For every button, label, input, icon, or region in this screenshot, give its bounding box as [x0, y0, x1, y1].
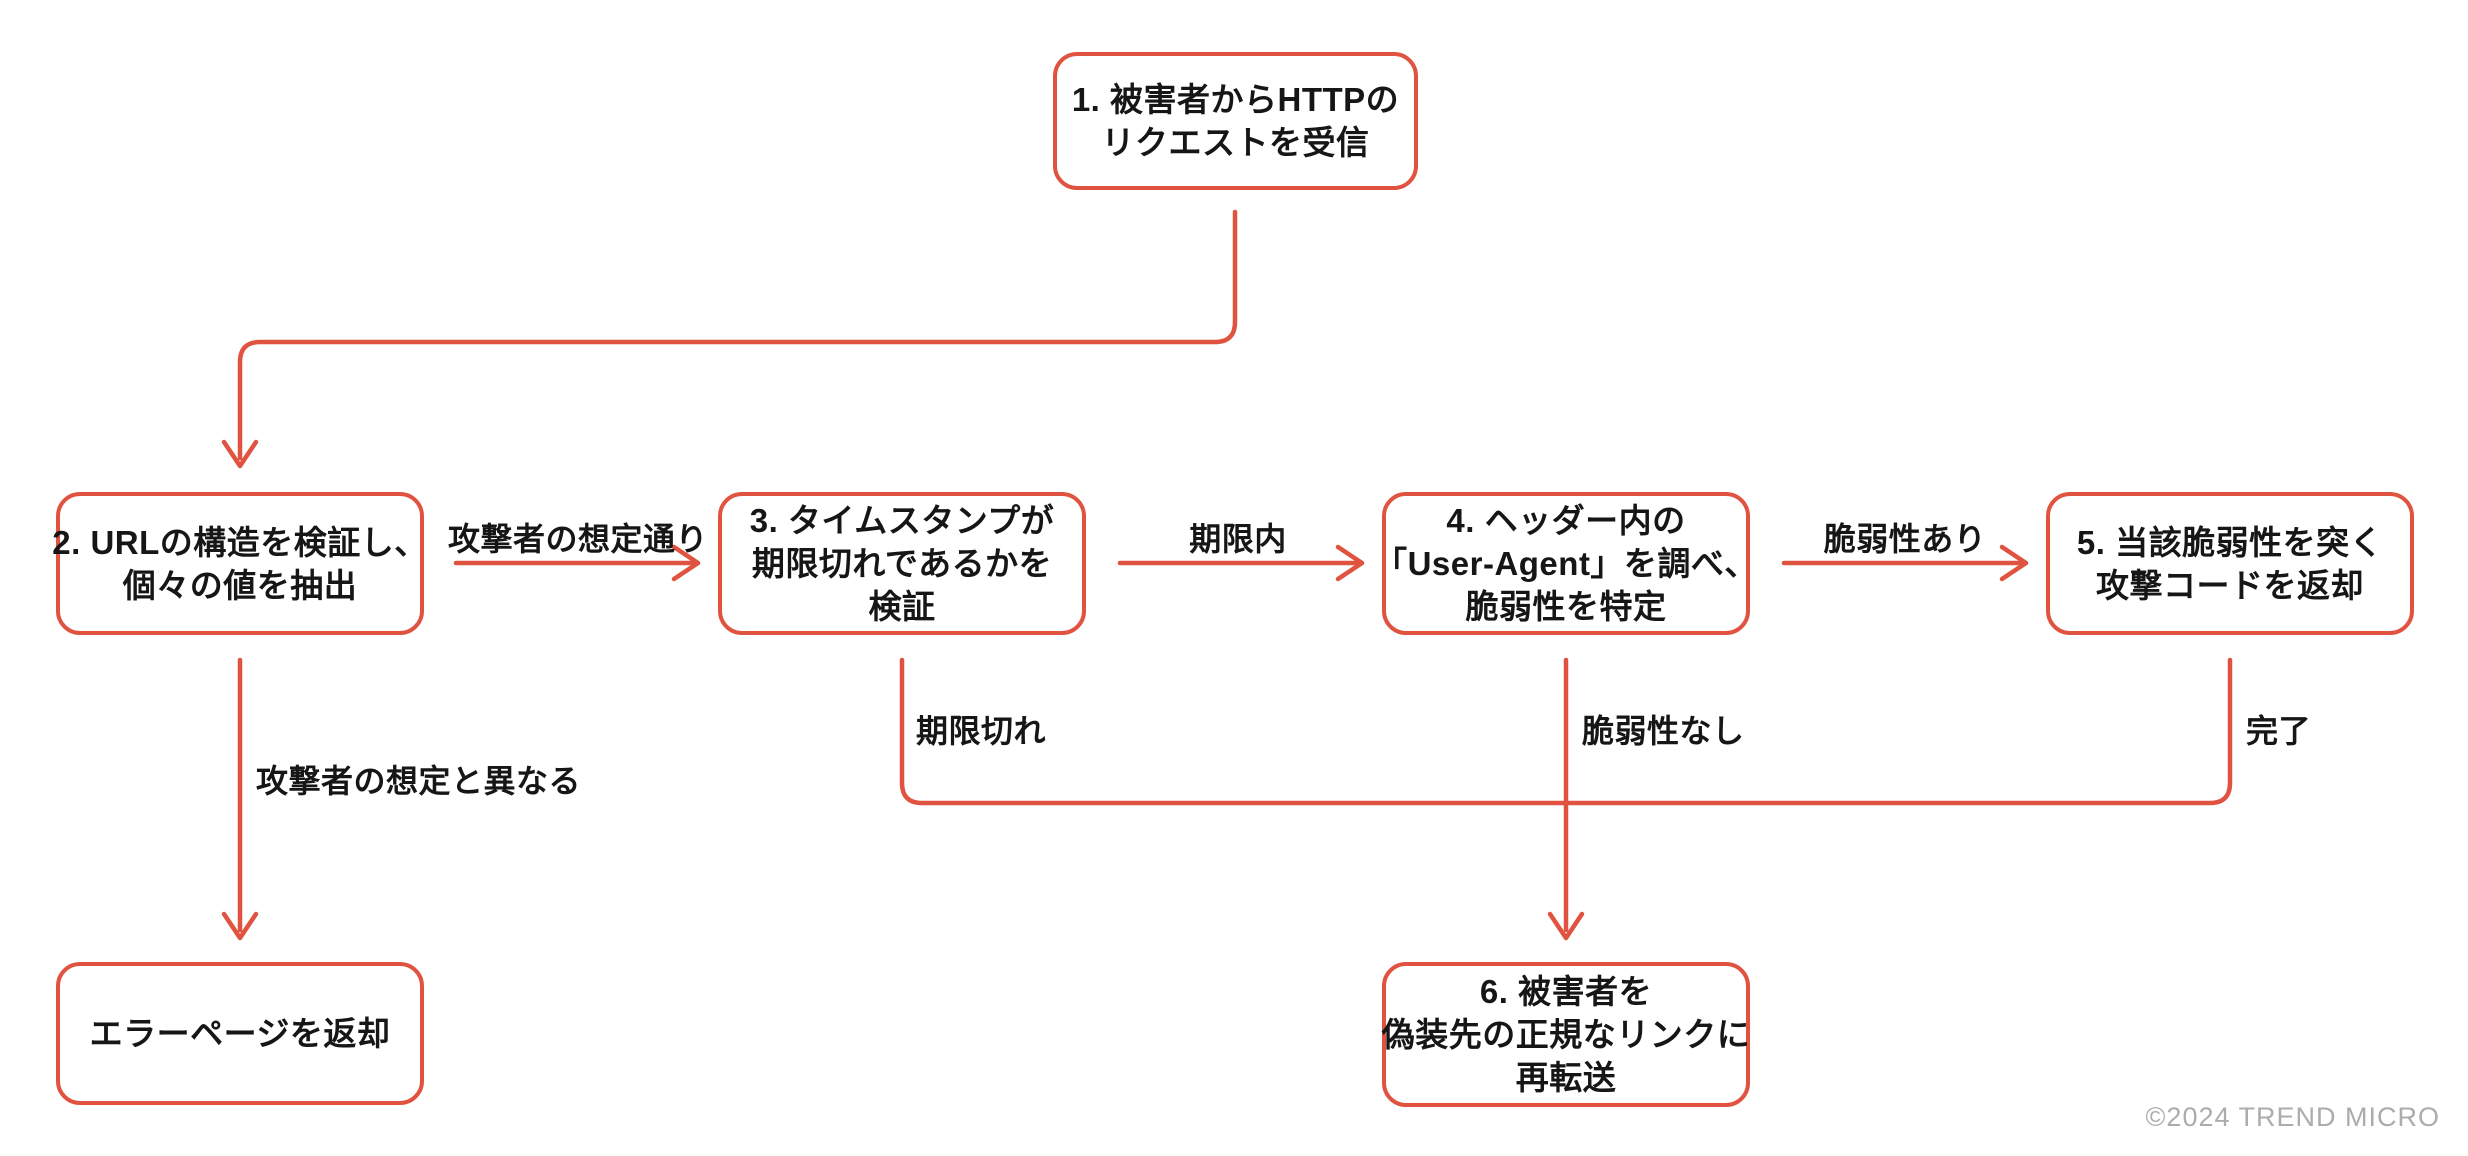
node-step1-line: リクエストを受信: [1101, 124, 1370, 161]
connector-box1-to-box2: [237, 209, 1238, 461]
edge-label-no-vulnerability: 脆弱性なし: [1582, 713, 1745, 749]
node-step5-line: 攻撃コードを返却: [2096, 566, 2364, 604]
arrowhead-into-box4: [1335, 544, 1365, 582]
node-step2-line: 2. URLの構造を検証し、: [52, 523, 428, 561]
node-step4-check-user-agent: 4. ヘッダー内の 「User-Agent」を調べ、 脆弱性を特定: [1374, 492, 1757, 635]
edge-label-expired: 期限切れ: [916, 713, 1047, 749]
arrowhead-into-box5: [1999, 544, 2029, 582]
node-step3-line: 検証: [868, 588, 936, 625]
edge-label-within-deadline: 期限内: [1189, 521, 1287, 557]
node-step4-line: 「User-Agent」を調べ、: [1374, 545, 1758, 582]
node-step6-line: 偽装先の正規なリンクに: [1381, 1016, 1751, 1053]
edge-label-attacker-unexpected: 攻撃者の想定と異なる: [256, 763, 582, 799]
arrowhead-into-box2: [221, 439, 259, 469]
node-step2-line: 個々の値を抽出: [122, 566, 358, 604]
node-step5-return-exploit-code: 5. 当該脆弱性を突く 攻撃コードを返却: [2046, 492, 2414, 635]
node-step2-validate-url: 2. URLの構造を検証し、 個々の値を抽出: [52, 492, 427, 635]
node-step4-line: 脆弱性を特定: [1465, 588, 1667, 625]
node-step6-line: 6. 被害者を: [1479, 973, 1653, 1010]
node-step1-line: 1. 被害者からHTTPの: [1071, 81, 1400, 118]
node-step3-line: 3. タイムスタンプが: [749, 502, 1055, 539]
node-return-error-page: エラーページを返却: [56, 962, 424, 1105]
node-step6-redirect-victim: 6. 被害者を 偽装先の正規なリンクに 再転送: [1382, 962, 1750, 1107]
node-step4-line: 4. ヘッダー内の: [1446, 502, 1686, 539]
arrowhead-into-box6: [1547, 911, 1585, 941]
edge-label-vulnerability-found: 脆弱性あり: [1823, 521, 1987, 557]
node-step5-line: 5. 当該脆弱性を突く: [2076, 523, 2384, 561]
node-step3-line: 期限切れであるかを: [751, 545, 1053, 582]
edge-label-attacker-expected: 攻撃者の想定通り: [447, 521, 709, 557]
node-error-line: エラーページを返却: [89, 1015, 391, 1052]
node-step1-receive-http-request: 1. 被害者からHTTPの リクエストを受信: [1053, 52, 1418, 190]
arrowhead-into-box3: [671, 544, 701, 582]
node-step6-line: 再転送: [1515, 1059, 1617, 1096]
arrowhead-into-error: [221, 911, 259, 941]
copyright-text: ©2024 TREND MICRO: [2145, 1102, 2440, 1132]
edge-label-completed: 完了: [2246, 713, 2312, 749]
node-step3-check-timestamp: 3. タイムスタンプが 期限切れであるかを 検証: [718, 492, 1086, 635]
